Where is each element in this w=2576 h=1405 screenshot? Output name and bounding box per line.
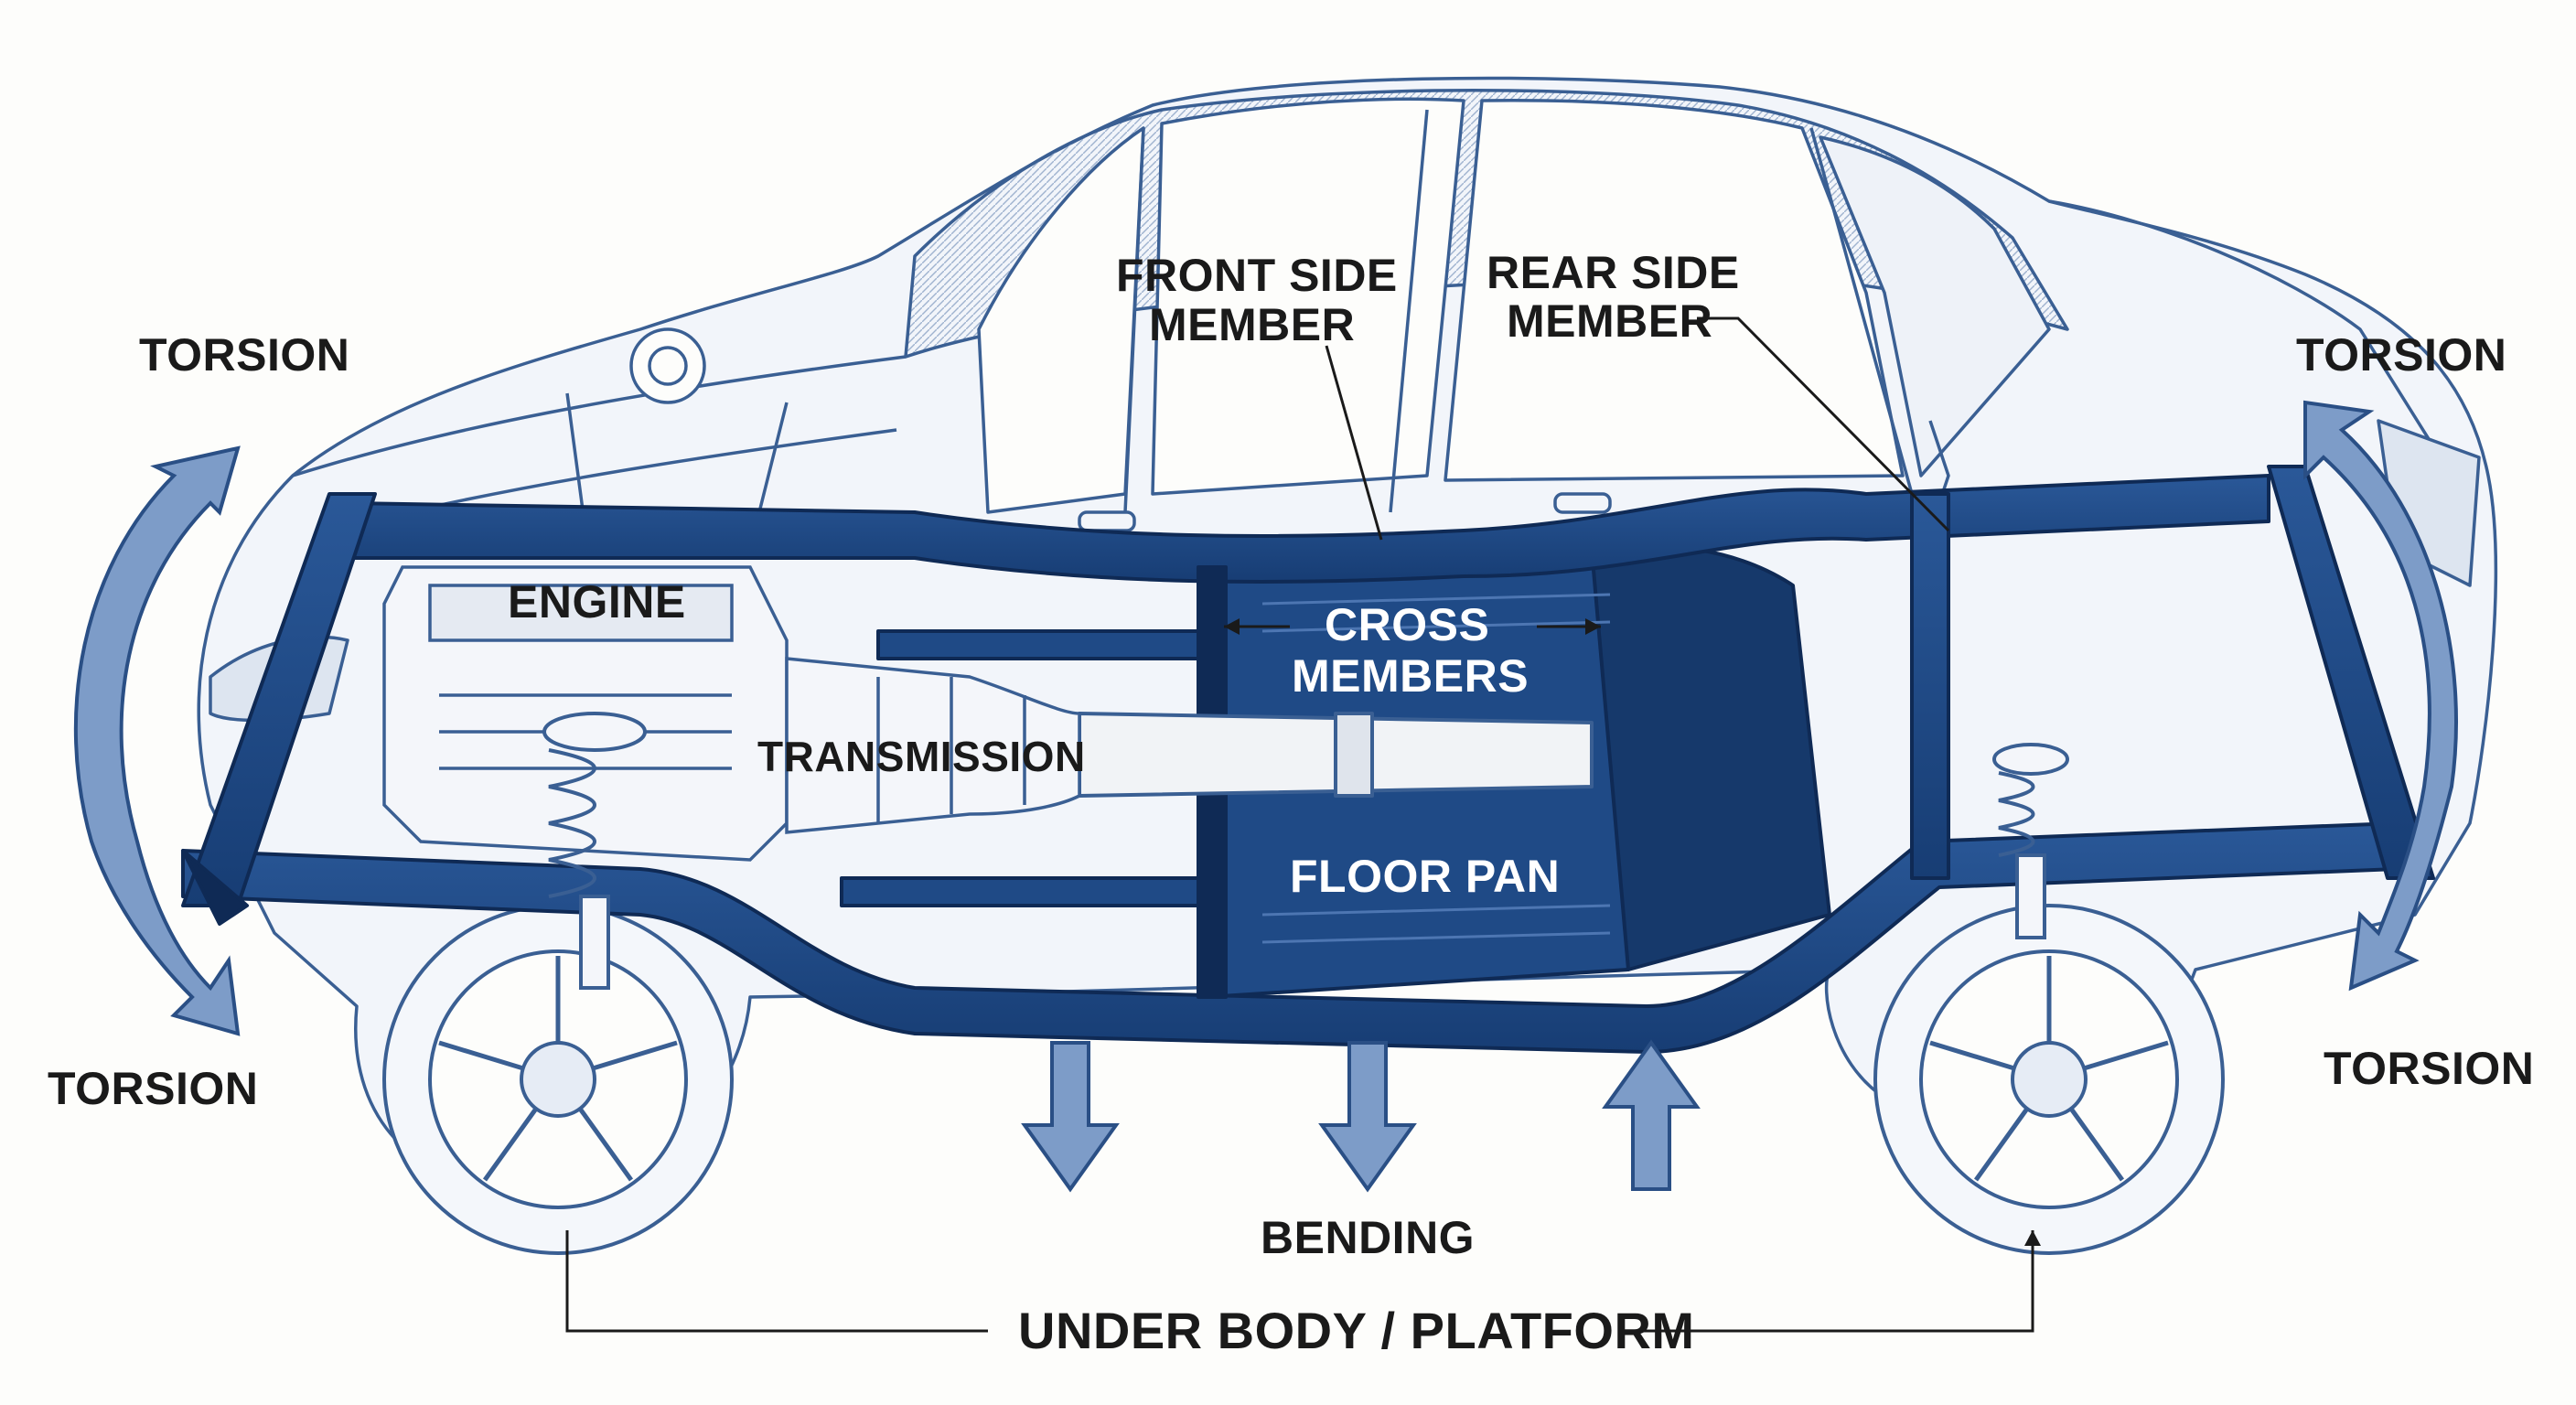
label-cross-members-line2: MEMBERS bbox=[1292, 650, 1529, 702]
label-under-body-platform: UNDER BODY / PLATFORM bbox=[1018, 1302, 1695, 1359]
label-front-side-member-line2: MEMBER bbox=[1149, 299, 1355, 350]
chassis-frame bbox=[181, 465, 2435, 1054]
front-strut bbox=[542, 712, 647, 990]
label-rear-side-member-line2: MEMBER bbox=[1507, 295, 1712, 347]
bending-arrow-down-1 bbox=[1021, 1041, 1120, 1193]
bending-arrow-down-2 bbox=[1318, 1041, 1417, 1193]
label-torsion-bottom-left: TORSION bbox=[48, 1063, 258, 1114]
label-transmission: TRANSMISSION bbox=[757, 733, 1086, 780]
rear-wheel bbox=[1873, 904, 2225, 1255]
front-wheel bbox=[382, 904, 734, 1255]
rear-floor-panel bbox=[1590, 543, 1831, 971]
torsion-arrow-left bbox=[73, 445, 241, 1036]
label-floor-pan: FLOOR PAN bbox=[1290, 851, 1560, 902]
transmission-housing bbox=[785, 657, 1081, 834]
torsion-arrow-right bbox=[2303, 400, 2458, 992]
leader-arrowheads bbox=[1224, 618, 2041, 1246]
rear-crossmember bbox=[2267, 465, 2435, 880]
label-torsion-bottom-right: TORSION bbox=[2324, 1043, 2534, 1094]
label-torsion-top-left: TORSION bbox=[139, 329, 349, 381]
bending-arrow-up bbox=[1602, 1039, 1701, 1191]
label-torsion-top-right: TORSION bbox=[2296, 329, 2506, 381]
label-cross-members-line1: CROSS bbox=[1325, 599, 1489, 650]
label-rear-side-member-line1: REAR SIDE bbox=[1487, 247, 1740, 298]
rear-strut bbox=[1992, 743, 2069, 939]
top-side-rail bbox=[346, 474, 2270, 584]
label-engine: ENGINE bbox=[508, 576, 686, 627]
label-front-side-member-line1: FRONT SIDE bbox=[1116, 250, 1398, 301]
label-bending: BENDING bbox=[1261, 1212, 1475, 1263]
